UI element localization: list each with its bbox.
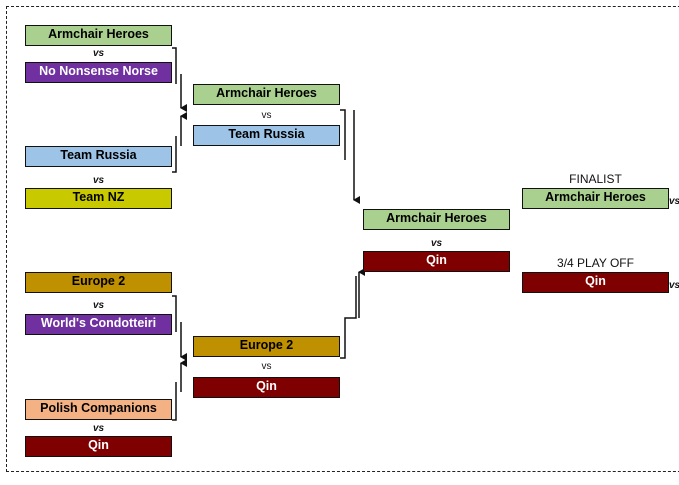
vs-label-playoff: vs — [669, 280, 679, 291]
team-armchair-heroes-r3: Armchair Heroes — [363, 209, 510, 230]
vs-label-m3: vs — [92, 300, 105, 311]
team-qin-r2: Qin — [193, 377, 340, 398]
vs-label-final: vs — [430, 238, 443, 249]
vs-label-sf1: vs — [261, 110, 272, 121]
vs-label-finalist: vs — [669, 196, 679, 207]
team-qin-r3: Qin — [363, 251, 510, 272]
team-europe-2-r1: Europe 2 — [25, 272, 172, 293]
team-worlds-condotteiri: World's Condotteiri — [25, 314, 172, 335]
team-qin-r1: Qin — [25, 436, 172, 457]
team-armchair-heroes-r1: Armchair Heroes — [25, 25, 172, 46]
team-nz: Team NZ — [25, 188, 172, 209]
finalist-label: FINALIST — [569, 172, 622, 186]
connector-sf2 — [340, 276, 357, 359]
team-russia-r1: Team Russia — [25, 146, 172, 167]
connector-m1 — [172, 47, 177, 84]
vs-label-m1: vs — [92, 48, 105, 59]
vs-label-m4: vs — [92, 423, 105, 434]
vs-label-m2: vs — [92, 175, 105, 186]
connector-m4 — [172, 382, 177, 421]
team-qin-playoff: Qin — [522, 272, 669, 293]
team-russia-r2: Team Russia — [193, 125, 340, 146]
team-no-nonsense-norse: No Nonsense Norse — [25, 62, 172, 83]
team-polish-companions: Polish Companions — [25, 399, 172, 420]
team-europe-2-r2: Europe 2 — [193, 336, 340, 357]
vs-label-sf2: vs — [261, 361, 272, 372]
team-armchair-heroes-r2: Armchair Heroes — [193, 84, 340, 105]
connector-m3 — [172, 295, 177, 332]
playoff-label: 3/4 PLAY OFF — [557, 256, 634, 270]
connector-m2 — [172, 136, 177, 173]
bracket-frame — [6, 6, 679, 472]
connector-sf1 — [340, 109, 346, 160]
team-armchair-heroes-finalist: Armchair Heroes — [522, 188, 669, 209]
